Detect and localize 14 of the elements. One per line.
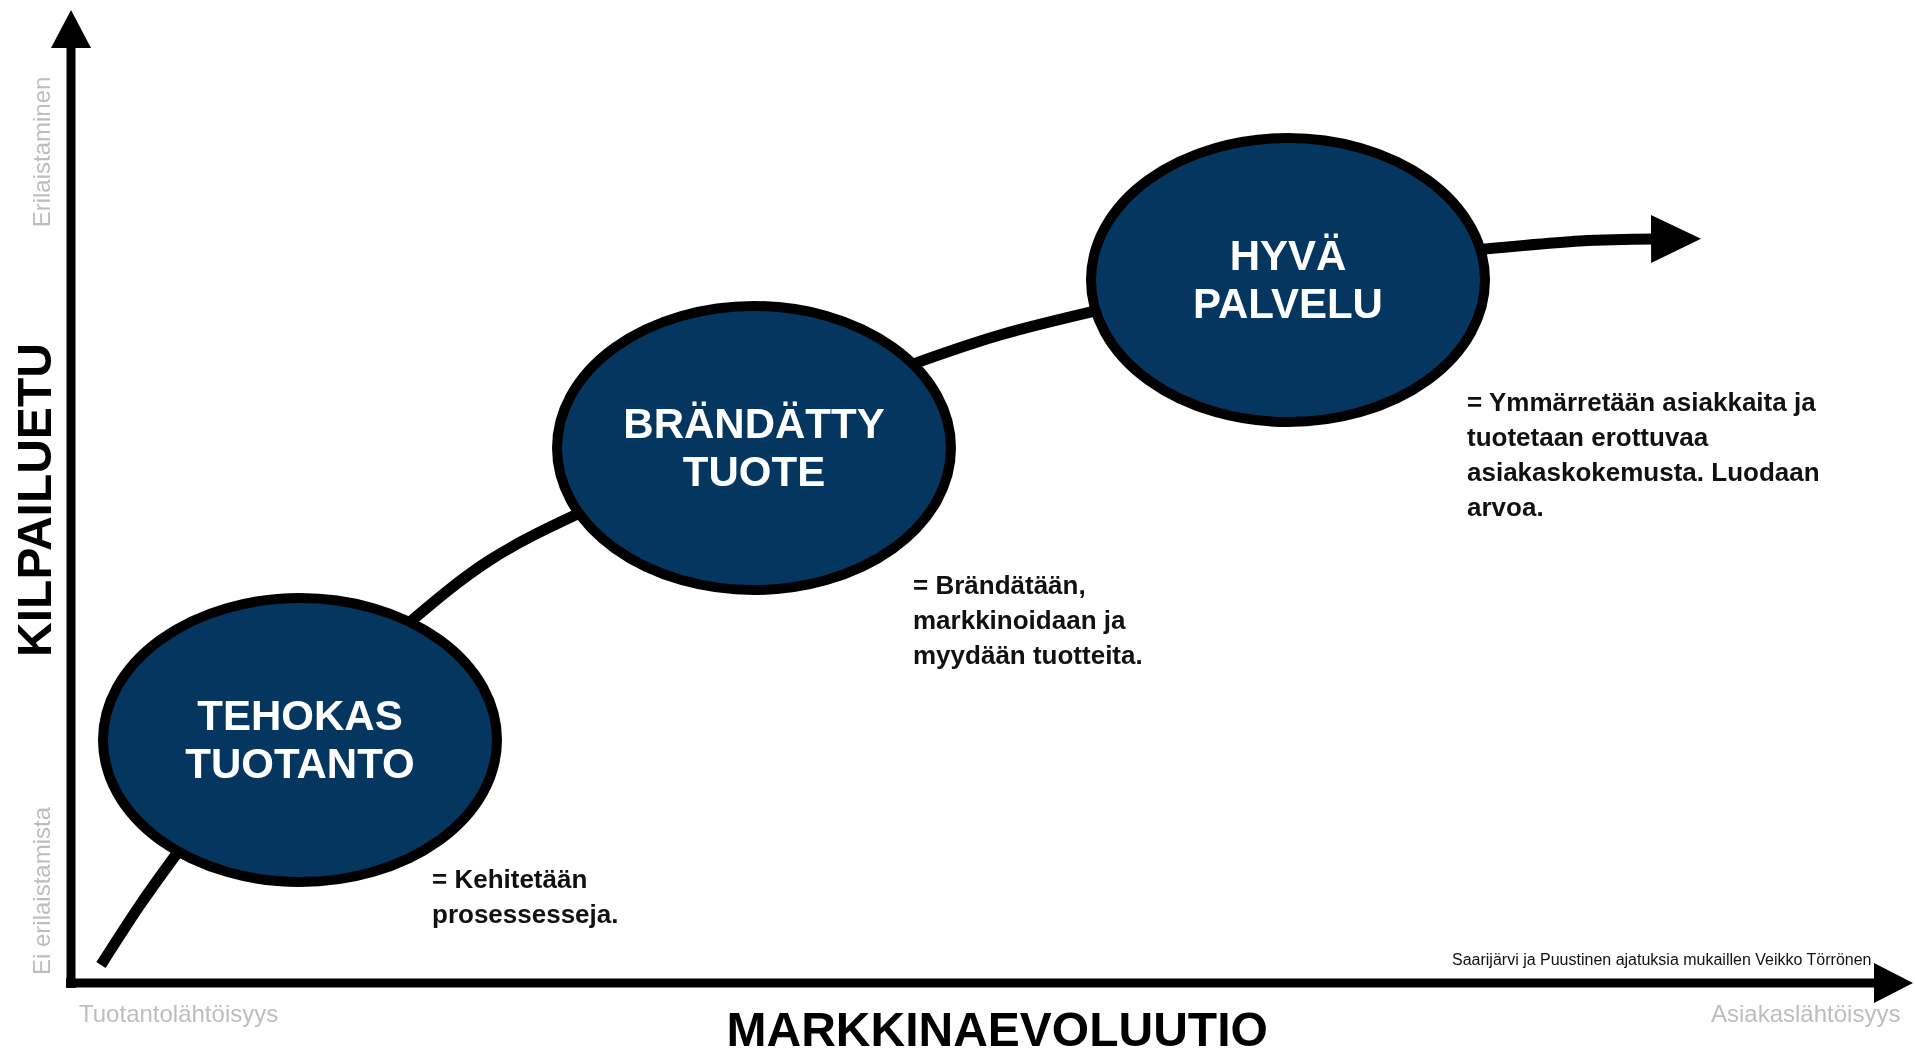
credit-note: Saarijärvi ja Puustinen ajatuksia mukaillen Veikko Törrönen [1452, 952, 1872, 968]
stage-description: = Kehitetään prosessesseja. [432, 863, 620, 932]
axis-end-label: Tuotantolähtöisyys [79, 1002, 279, 1026]
axis-title: KILPAILUETU [10, 343, 59, 657]
stage-title: TEHOKAS TUOTANTO [184, 691, 416, 789]
axis-end-label: Ei erilaistamista [30, 807, 54, 975]
stage-title: BRÄNDÄTTY TUOTE [622, 399, 886, 497]
stage-title: HYVÄ PALVELU [1192, 231, 1384, 329]
axis-end-label: Erilaistaminen [29, 76, 54, 228]
stage-description: = Ymmärretään asiakkaita ja tuotetaan erottuvaa asiakaskokemusta. Luodaan arvoa. [1467, 386, 1821, 525]
ellipse-node [1085, 132, 1491, 428]
axis-end-label: Asiakaslähtöisyys [1711, 1002, 1901, 1026]
axis-title: MARKKINAEVOLUUTIO [726, 1006, 1268, 1053]
stage-description: = Brändätään, markkinoidaan ja myydään tuotteita. [913, 569, 1144, 673]
